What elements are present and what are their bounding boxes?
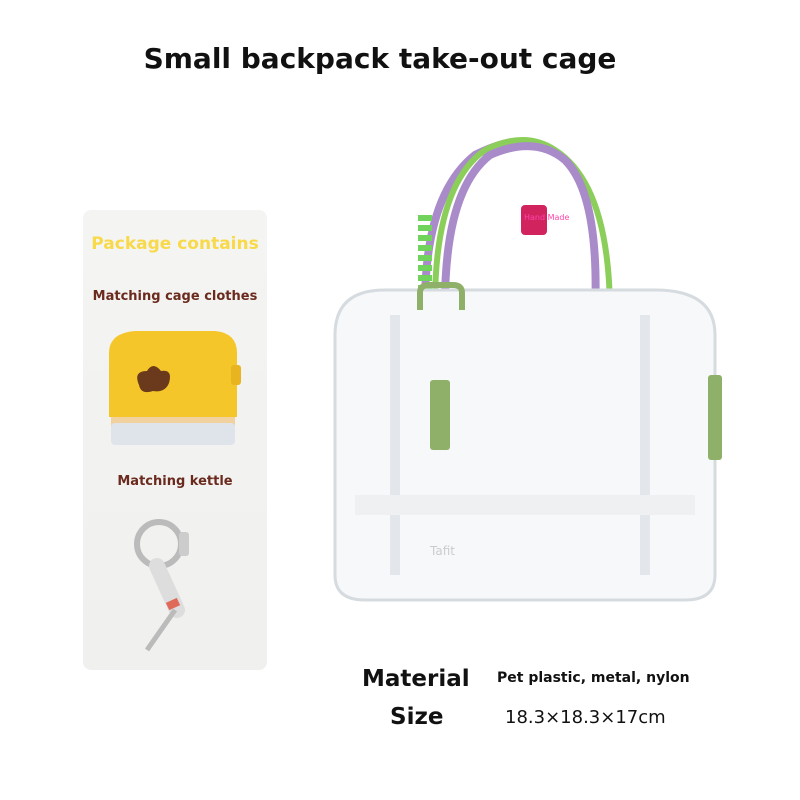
item-label-cage-clothes: Matching cage clothes	[92, 289, 258, 304]
size-value: 18.3×18.3×17cm	[505, 707, 666, 728]
size-label: Size	[390, 704, 444, 730]
item-label-kettle: Matching kettle	[117, 474, 233, 489]
material-label: Material	[362, 666, 470, 692]
package-heading: Package contains	[91, 234, 259, 254]
tag-text: Hand Made	[524, 213, 569, 222]
cage-image: Hand Made Tafit	[333, 137, 722, 602]
cage-clothes-image	[109, 331, 241, 445]
package-contents-panel: Package contains Matching cage clothes M…	[83, 210, 267, 670]
brand-text: Tafit	[429, 544, 455, 558]
kettle-image	[134, 519, 189, 652]
page-title: Small backpack take-out cage	[143, 42, 617, 75]
material-value: Pet plastic, metal, nylon	[497, 670, 690, 686]
